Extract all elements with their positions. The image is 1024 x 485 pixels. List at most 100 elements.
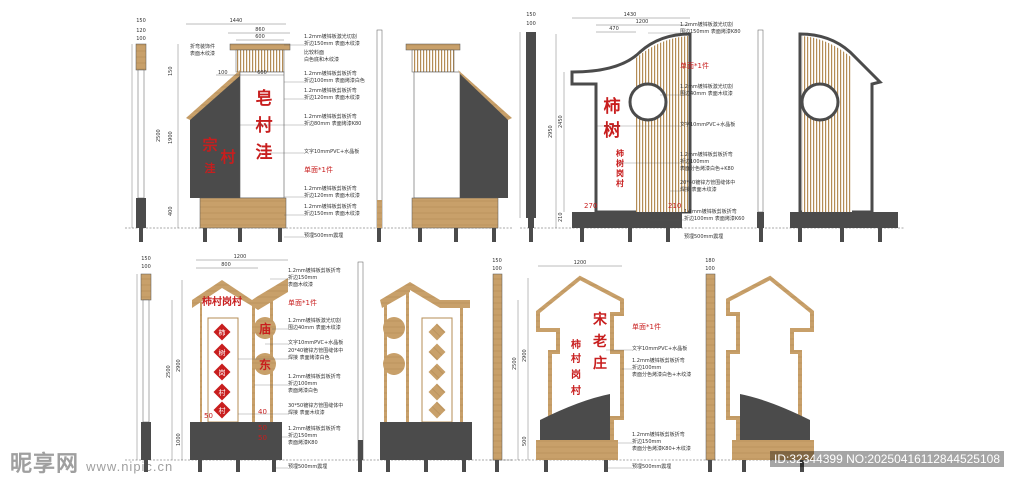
svg-text:1.2mm镀锌板激光切割: 1.2mm镀锌板激光切割 xyxy=(288,317,341,324)
svg-text:村: 村 xyxy=(219,406,226,415)
panel-4-sign-front xyxy=(536,275,624,472)
svg-text:文字10mmPVC+水晶板: 文字10mmPVC+水晶板 xyxy=(288,339,343,346)
panel-2-thin-post xyxy=(757,29,764,242)
panel-2-dimensions xyxy=(519,17,690,228)
panel-1-sign-back xyxy=(405,43,512,242)
svg-text:村: 村 xyxy=(571,384,581,397)
svg-text:表面分色烤漆白色+木纹漆: 表面分色烤漆白色+木纹漆 xyxy=(632,371,691,378)
panel-1-side-post xyxy=(135,43,147,242)
svg-text:表面分色烤漆白色+K80: 表面分色烤漆白色+K80 xyxy=(680,165,734,172)
svg-text:1.2mm镀锌板剪板折弯: 1.2mm镀锌板剪板折弯 xyxy=(680,151,733,158)
svg-text:270: 270 xyxy=(584,202,597,210)
panel-3-side-post xyxy=(140,273,152,472)
svg-text:1200: 1200 xyxy=(234,254,247,260)
panel-4-title-chars: 宋 老 庄 柿 村 岗 村 xyxy=(571,311,608,397)
svg-text:表面烤漆K80: 表面烤漆K80 xyxy=(288,439,318,446)
svg-text:折边150mm: 折边150mm xyxy=(632,438,661,445)
svg-text:1.2mm镀锌板剪板折弯: 1.2mm镀锌板剪板折弯 xyxy=(304,87,357,94)
svg-text:文字10mmPVC+水晶板: 文字10mmPVC+水晶板 xyxy=(632,345,687,352)
panel-4-side-post xyxy=(492,273,503,472)
svg-text:50: 50 xyxy=(204,412,213,420)
svg-text:焊接 表面木纹漆: 焊接 表面木纹漆 xyxy=(680,186,717,193)
svg-text:宋: 宋 xyxy=(592,311,608,328)
panel-1-notes: 折弯装饰件 表面木纹漆 1.2mm镀锌板激光切割 折边150mm 表面木纹漆 比… xyxy=(190,33,365,239)
panel-2-sign-back xyxy=(790,32,898,242)
svg-text:1.2mm镀锌板剪板折弯: 1.2mm镀锌板剪板折弯 xyxy=(288,425,341,432)
svg-text:1.2mm镀锌板剪板折弯: 1.2mm镀锌板剪板折弯 xyxy=(304,185,357,192)
svg-text:150: 150 xyxy=(141,256,151,262)
svg-text:村: 村 xyxy=(616,178,624,188)
panel-1-leaders xyxy=(240,44,304,238)
watermark-logo: 昵享网 www.nipic.cn xyxy=(10,446,173,478)
panel-3-notes: 1.2mm镀锌板剪板折弯 折边150mm 表面木纹漆 单面*1件 1.2mm镀锌… xyxy=(288,267,343,470)
panel-1-side-char: 洼 xyxy=(205,161,216,175)
panel-2-notes: 1.2mm镀锌板激光切割 围边150mm 表面烤漆K80 单面*1件 1.2mm… xyxy=(680,21,745,240)
svg-text:柿村岗村: 柿村岗村 xyxy=(202,295,242,308)
panel-2-dimension-labels: 1430 1200 470 150 100 2950 2450 210 270 … xyxy=(526,12,681,222)
watermark-id: ID:32344399 NO:20250416112844525108 xyxy=(770,451,1004,467)
panel-2-side-post xyxy=(526,32,536,242)
svg-text:庄: 庄 xyxy=(593,355,607,372)
svg-text:100: 100 xyxy=(526,21,536,27)
panel-3-thin-post xyxy=(357,261,364,472)
svg-text:2500: 2500 xyxy=(512,357,518,370)
panel-1-title-char: 洼 xyxy=(256,142,273,163)
svg-text:2500: 2500 xyxy=(156,129,162,142)
svg-text:1200: 1200 xyxy=(574,260,587,266)
svg-text:1430: 1430 xyxy=(624,12,637,18)
svg-text:折边150mm 表面木纹漆: 折边150mm 表面木纹漆 xyxy=(304,210,360,217)
panel-1-dimension-labels: 1440 860 600 150 120 100 150 2500 400 19… xyxy=(136,18,267,216)
svg-text:折边100mm 表面烤漆白色: 折边100mm 表面烤漆白色 xyxy=(304,77,365,84)
svg-text:50: 50 xyxy=(258,434,267,442)
svg-text:预埋500mm震埋: 预埋500mm震埋 xyxy=(632,463,671,470)
panel-1-title-chars: 皂 村 洼 宗 村 洼 xyxy=(202,88,272,175)
svg-text:100: 100 xyxy=(492,266,502,272)
svg-text:150: 150 xyxy=(168,66,174,76)
svg-text:120: 120 xyxy=(136,28,146,34)
svg-text:比较料面: 比较料面 xyxy=(304,49,324,56)
panel-4-notes: 单面*1件 文字10mmPVC+水晶板 1.2mm镀锌板剪板折弯 折边100mm… xyxy=(632,322,691,470)
svg-text:折弯装饰件: 折弯装饰件 xyxy=(190,43,215,50)
panel-4-leaders xyxy=(606,349,632,469)
svg-text:20*40镀锌方管围缝体中: 20*40镀锌方管围缝体中 xyxy=(288,347,343,354)
svg-text:20*40镀锌方管围缝体中: 20*40镀锌方管围缝体中 xyxy=(680,179,735,186)
svg-text:庙: 庙 xyxy=(259,321,271,336)
svg-text:柿: 柿 xyxy=(219,328,226,337)
watermark-logo-text: 昵享网 xyxy=(10,451,80,476)
panel-2-leaders xyxy=(596,32,684,221)
svg-text:1.2mm镀锌板剪板折弯: 1.2mm镀锌板剪板折弯 xyxy=(288,373,341,380)
svg-text:470: 470 xyxy=(609,26,619,32)
svg-text:150: 150 xyxy=(136,18,146,24)
panel-4-sign-back xyxy=(726,275,814,472)
svg-text:150: 150 xyxy=(492,258,502,264)
svg-text:2900: 2900 xyxy=(176,359,182,372)
svg-text:折边100mm 表面烤漆K60: 折边100mm 表面烤漆K60 xyxy=(684,215,745,222)
svg-text:岗: 岗 xyxy=(219,369,226,377)
panel-2-sign-front xyxy=(570,32,692,242)
svg-text:单面*1件: 单面*1件 xyxy=(680,61,709,70)
svg-text:1.2mm镀锌板剪板折弯: 1.2mm镀锌板剪板折弯 xyxy=(304,203,357,210)
svg-text:1.2mm镀锌板剪板折弯: 1.2mm镀锌板剪板折弯 xyxy=(288,267,341,274)
svg-text:100: 100 xyxy=(136,36,146,42)
panel-4-dimension-labels: 1200 150 100 180 100 2900 2500 500 xyxy=(492,258,715,446)
svg-text:500: 500 xyxy=(522,436,528,446)
svg-text:800: 800 xyxy=(221,262,231,268)
panel-1-title-char: 村 xyxy=(256,115,273,136)
svg-text:600: 600 xyxy=(257,70,267,76)
panel-4-dimensions xyxy=(517,265,622,460)
svg-text:焊接 表面木纹漆: 焊接 表面木纹漆 xyxy=(288,409,325,416)
svg-text:村: 村 xyxy=(219,388,226,397)
svg-text:折边100mm: 折边100mm xyxy=(632,364,661,371)
panel-4-thin-post xyxy=(705,273,716,472)
panel-1-side-char: 宗 xyxy=(202,136,217,154)
svg-text:单面*1件: 单面*1件 xyxy=(288,298,317,307)
svg-text:柿: 柿 xyxy=(571,338,581,351)
svg-text:400: 400 xyxy=(168,206,174,216)
panel-3-dimension-labels: 1200 800 150 100 2900 2500 1000 50 40 50… xyxy=(141,254,267,446)
svg-text:2500: 2500 xyxy=(166,365,172,378)
svg-text:表面木纹漆: 表面木纹漆 xyxy=(190,50,215,57)
svg-text:150: 150 xyxy=(526,12,536,18)
svg-text:1.2mm镀锌板剪板折弯: 1.2mm镀锌板剪板折弯 xyxy=(304,113,357,120)
svg-text:折边150mm: 折边150mm xyxy=(288,274,317,281)
panel-3-dimensions xyxy=(136,259,288,460)
